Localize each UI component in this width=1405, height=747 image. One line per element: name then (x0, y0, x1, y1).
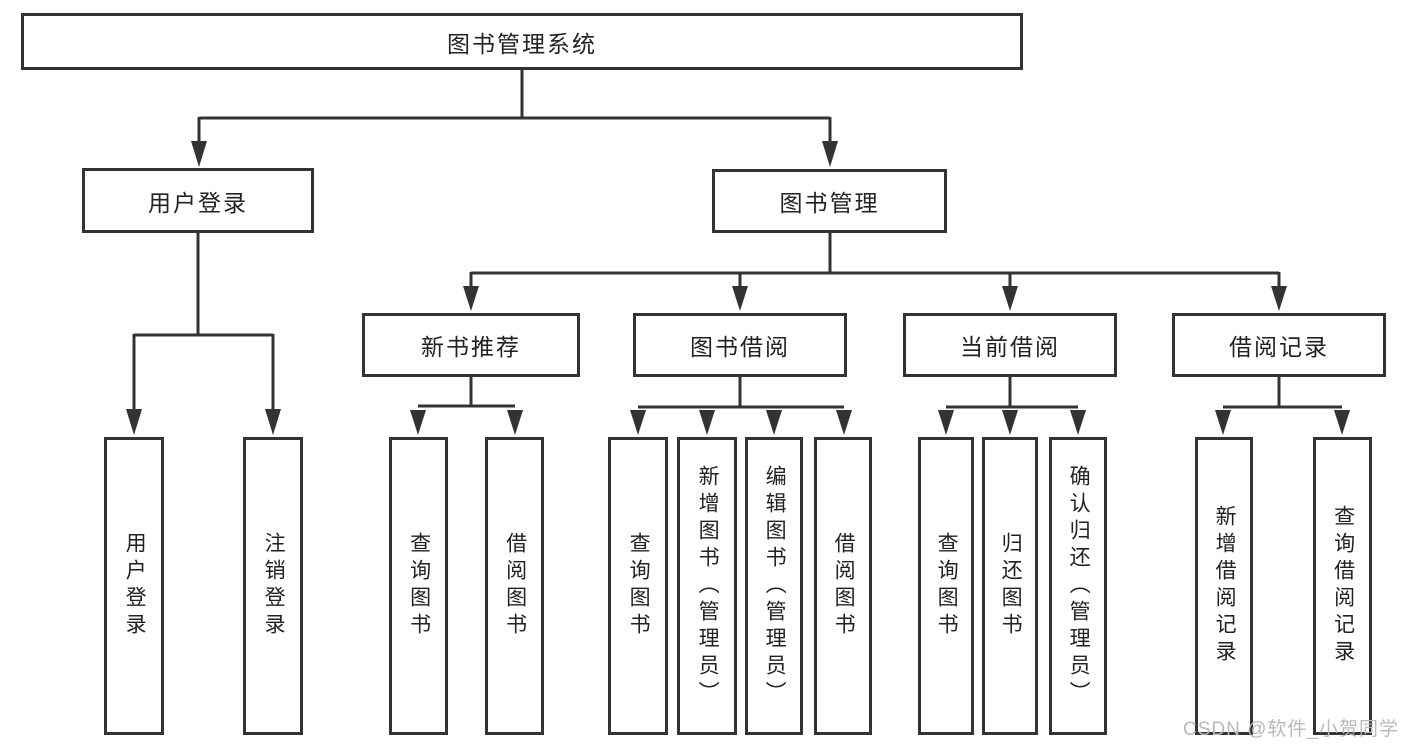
csdn-watermark: CSDN @软件_小贺同学 (1183, 719, 1399, 740)
leaf-borrow-books-1: 借阅图书 (485, 437, 544, 735)
leaf-query-borrow-record-label: 查询借阅记录 (1331, 505, 1355, 667)
node-user-login-label: 用户登录 (148, 189, 248, 216)
leaf-add-borrow-record-label: 新增借阅记录 (1213, 505, 1237, 667)
node-new-book-recommend: 新书推荐 (362, 313, 580, 377)
leaf-user-login: 用户登录 (104, 437, 164, 735)
node-root-label: 图书管理系统 (447, 30, 597, 57)
leaf-query-books-1-label: 查询图书 (407, 532, 431, 640)
leaf-edit-books-admin: 编辑图书（管理员） (745, 437, 803, 735)
leaf-edit-books-admin-label: 编辑图书（管理员） (763, 464, 787, 708)
node-book-management-label: 图书管理 (779, 190, 880, 216)
leaf-borrow-books-2: 借阅图书 (814, 437, 872, 735)
leaf-query-books-1: 查询图书 (389, 437, 448, 735)
leaf-return-books: 归还图书 (982, 437, 1038, 735)
leaf-add-books-admin-label: 新增图书（管理员） (696, 464, 720, 708)
leaf-user-login-label: 用户登录 (123, 532, 147, 640)
leaf-query-books-3-label: 查询图书 (935, 532, 959, 640)
node-borrow-records-label: 借阅记录 (1229, 334, 1329, 360)
leaf-add-borrow-record: 新增借阅记录 (1195, 437, 1253, 735)
arrowheads (126, 141, 1350, 435)
leaf-add-books-admin: 新增图书（管理员） (677, 437, 737, 735)
node-borrow-records: 借阅记录 (1172, 313, 1386, 377)
leaf-confirm-return-admin: 确认归还（管理员） (1049, 437, 1107, 735)
node-root: 图书管理系统 (21, 13, 1023, 70)
leaf-logout-label: 注销登录 (262, 532, 286, 640)
node-book-management: 图书管理 (712, 169, 947, 233)
node-book-borrow: 图书借阅 (633, 313, 847, 377)
leaf-borrow-books-2-label: 借阅图书 (832, 532, 856, 640)
node-book-borrow-label: 图书借阅 (690, 334, 790, 360)
leaf-return-books-label: 归还图书 (999, 532, 1023, 640)
node-current-borrow-label: 当前借阅 (960, 334, 1060, 360)
leaf-query-books-2: 查询图书 (608, 437, 668, 735)
leaf-logout: 注销登录 (243, 437, 303, 735)
node-user-login: 用户登录 (82, 168, 314, 233)
node-new-book-recommend-label: 新书推荐 (421, 334, 521, 360)
leaf-query-books-2-label: 查询图书 (627, 532, 651, 640)
leaf-query-borrow-record: 查询借阅记录 (1313, 437, 1372, 735)
node-current-borrow: 当前借阅 (903, 313, 1117, 377)
leaf-borrow-books-1-label: 借阅图书 (503, 532, 527, 640)
leaf-query-books-3: 查询图书 (918, 437, 974, 735)
leaf-confirm-return-admin-label: 确认归还（管理员） (1067, 464, 1091, 708)
